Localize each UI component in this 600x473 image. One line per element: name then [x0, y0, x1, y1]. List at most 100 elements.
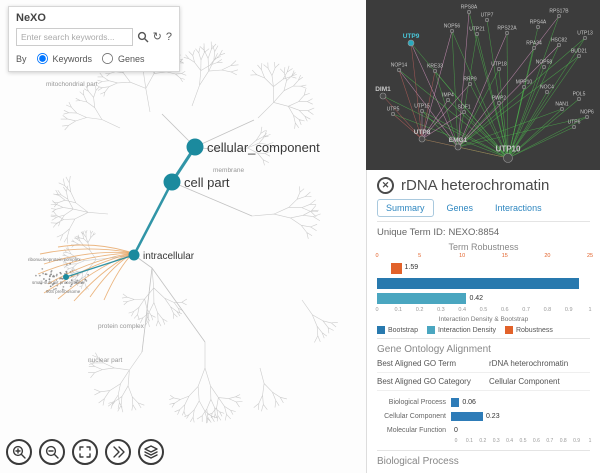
unique-term-id-value: NEXO:8854: [448, 227, 500, 238]
tab-summary[interactable]: Summary: [377, 199, 434, 217]
tree-term-label: cell part: [184, 175, 230, 190]
network-node[interactable]: [572, 125, 577, 130]
cluster-dot: [49, 285, 52, 288]
network-edge: [507, 116, 588, 159]
reset-icon[interactable]: ↻: [152, 30, 162, 43]
network-node[interactable]: [505, 30, 510, 35]
tree-term-node[interactable]: [186, 138, 204, 156]
axis-tick: 0.7: [546, 438, 554, 444]
network-edge: [457, 37, 586, 148]
network-node[interactable]: [577, 53, 582, 58]
search-icon[interactable]: [137, 31, 149, 43]
network-edge: [398, 69, 423, 140]
go-score-value: 0.06: [462, 398, 476, 406]
network-node[interactable]: [407, 39, 415, 47]
close-icon[interactable]: ✕: [377, 177, 394, 194]
collapse-branches-button[interactable]: [105, 439, 131, 465]
network-node[interactable]: [557, 42, 562, 47]
highlighted-path-edge: [132, 181, 174, 256]
axis-tick: 20: [544, 253, 551, 259]
axis-tick: 0.7: [522, 307, 530, 313]
cluster-dot: [43, 278, 45, 280]
network-edge: [398, 69, 509, 159]
network-node[interactable]: [450, 28, 455, 33]
network-node[interactable]: [522, 85, 527, 90]
search-by-keywords-radio[interactable]: [36, 52, 48, 65]
network-node[interactable]: [536, 24, 541, 29]
search-input[interactable]: [16, 28, 133, 46]
go-alignment-row: Best Aligned GO Term rDNA heterochromati…: [377, 355, 590, 373]
cluster-dot: [65, 270, 68, 273]
network-node[interactable]: [396, 68, 401, 73]
network-node-label: HSC82: [551, 37, 567, 43]
network-node[interactable]: [418, 135, 426, 143]
tree-term-label: intracellular: [143, 251, 195, 262]
network-node-label: UTP5: [387, 106, 400, 112]
network-node[interactable]: [446, 98, 451, 103]
cluster-dot: [84, 278, 87, 281]
network-node[interactable]: [467, 10, 472, 15]
network-node-label: RPS8A: [461, 4, 478, 10]
network-node-label: NOC4: [540, 84, 554, 90]
network-edge: [457, 32, 508, 148]
go-score-bar: [451, 397, 460, 407]
axis-tick: 25: [586, 253, 594, 259]
axis-tick: 5: [418, 253, 422, 259]
network-node-label: POL5: [573, 91, 586, 97]
network-node[interactable]: [379, 92, 387, 100]
network-node[interactable]: [468, 82, 473, 87]
cluster-dot: [40, 282, 43, 285]
network-node[interactable]: [585, 115, 590, 120]
network-node[interactable]: [577, 97, 582, 102]
network-edge: [398, 69, 459, 148]
network-edge: [457, 102, 500, 148]
tree-branch-label: mitochondrial part: [46, 81, 98, 88]
fit-to-screen-button[interactable]: [72, 439, 98, 465]
cluster-dot: [76, 273, 79, 276]
network-node[interactable]: [485, 17, 490, 22]
help-icon[interactable]: ?: [165, 30, 172, 43]
network-edge: [507, 108, 563, 159]
network-node[interactable]: [419, 109, 424, 114]
search-by-genes-option: Genes: [118, 53, 145, 64]
network-edge: [463, 111, 509, 159]
tree-term-node[interactable]: [63, 274, 69, 280]
axis-tick: 0.9: [573, 438, 581, 444]
network-node[interactable]: [390, 112, 395, 117]
network-node-label: UTP10: [496, 145, 521, 154]
network-node[interactable]: [475, 31, 480, 36]
zoom-out-button[interactable]: [39, 439, 65, 465]
layers-button[interactable]: [138, 439, 164, 465]
network-node[interactable]: [497, 67, 502, 72]
network-edge: [468, 11, 509, 159]
interaction-density-bar: [377, 293, 467, 304]
network-node[interactable]: [503, 153, 513, 163]
network-node[interactable]: [433, 69, 438, 74]
axis-tick: 0: [454, 438, 458, 444]
tab-interactions[interactable]: Interactions: [495, 203, 542, 213]
network-node[interactable]: [545, 90, 550, 95]
network-node[interactable]: [542, 65, 547, 70]
tab-genes[interactable]: Genes: [446, 203, 474, 213]
network-edge: [507, 126, 575, 159]
network-node[interactable]: [462, 110, 467, 115]
network-node[interactable]: [560, 107, 565, 112]
network-node[interactable]: [454, 143, 462, 151]
go-score-bar-area: 0: [451, 426, 590, 435]
network-node[interactable]: [532, 45, 537, 50]
network-node[interactable]: [583, 35, 588, 40]
tree-term-node[interactable]: [163, 173, 181, 191]
bar-row: 0.42: [377, 292, 590, 305]
network-node[interactable]: [557, 14, 562, 19]
zoom-in-button[interactable]: [6, 439, 32, 465]
go-category-value: Cellular Component: [489, 377, 560, 386]
search-by-genes-radio[interactable]: [102, 52, 114, 65]
tree-term-node[interactable]: [128, 249, 140, 261]
network-node-label: RPS22A: [497, 25, 517, 31]
network-node[interactable]: [497, 101, 502, 106]
